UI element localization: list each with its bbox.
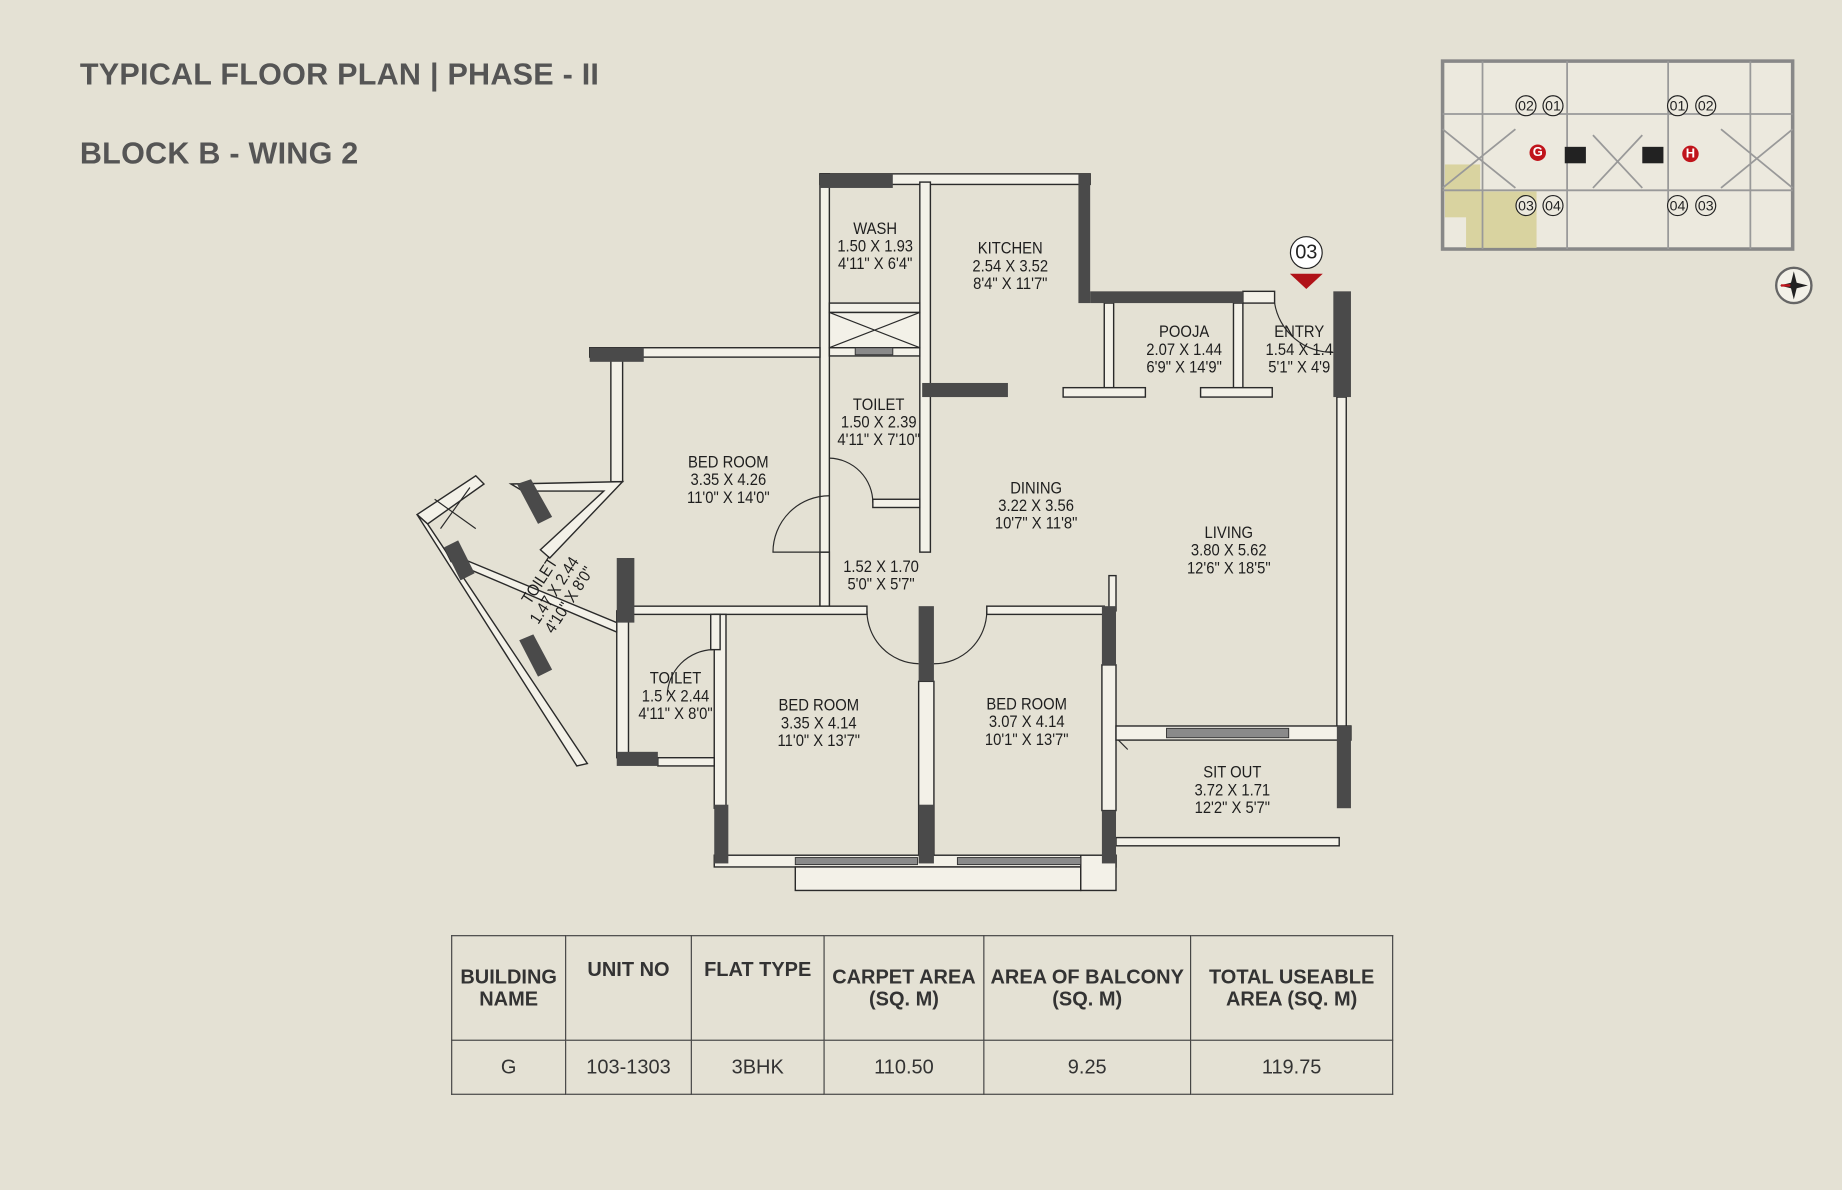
page-title: TYPICAL FLOOR PLAN | PHASE - II — [79, 56, 600, 92]
column-header: AREA OF BALCONY(SQ. M) — [983, 935, 1192, 1041]
cell-building: G — [451, 1039, 567, 1095]
column-header: FLAT TYPE — [690, 935, 825, 1041]
key-plan — [1440, 59, 1795, 251]
key-plan-unit-label: 03 — [1515, 195, 1537, 217]
unit-marker: 03 — [1289, 236, 1323, 270]
key-plan-unit-label: 02 — [1695, 95, 1717, 117]
table-row: G 103-1303 3BHK 110.50 9.25 119.75 — [451, 1039, 1394, 1095]
key-plan-unit-label: 04 — [1542, 195, 1564, 217]
walls-dark — [444, 173, 1351, 864]
cell-carpet-area: 110.50 — [823, 1039, 985, 1095]
key-plan-unit-label: 04 — [1666, 195, 1689, 217]
column-header: CARPET AREA(SQ. M) — [823, 935, 985, 1041]
unit-marker-arrow-icon — [1289, 273, 1323, 289]
page-subtitle: BLOCK B - WING 2 — [79, 135, 359, 171]
cell-balcony-area: 9.25 — [983, 1039, 1192, 1095]
key-plan-building-h: H — [1682, 145, 1699, 163]
key-plan-unit-label: 03 — [1695, 195, 1717, 217]
windows — [794, 347, 1290, 866]
compass-icon — [1775, 266, 1813, 305]
door-swings — [434, 302, 1334, 750]
cell-total-area: 119.75 — [1190, 1039, 1394, 1095]
cell-flat-type: 3BHK — [690, 1039, 825, 1095]
key-plan-unit-label: 02 — [1515, 95, 1537, 117]
key-plan-unit-label: 01 — [1666, 95, 1689, 117]
key-plan-building-g: G — [1529, 144, 1546, 161]
cell-unit-no: 103-1303 — [565, 1039, 692, 1095]
key-plan-unit-label: 01 — [1542, 95, 1564, 117]
column-header: UNIT NO — [565, 935, 692, 1041]
